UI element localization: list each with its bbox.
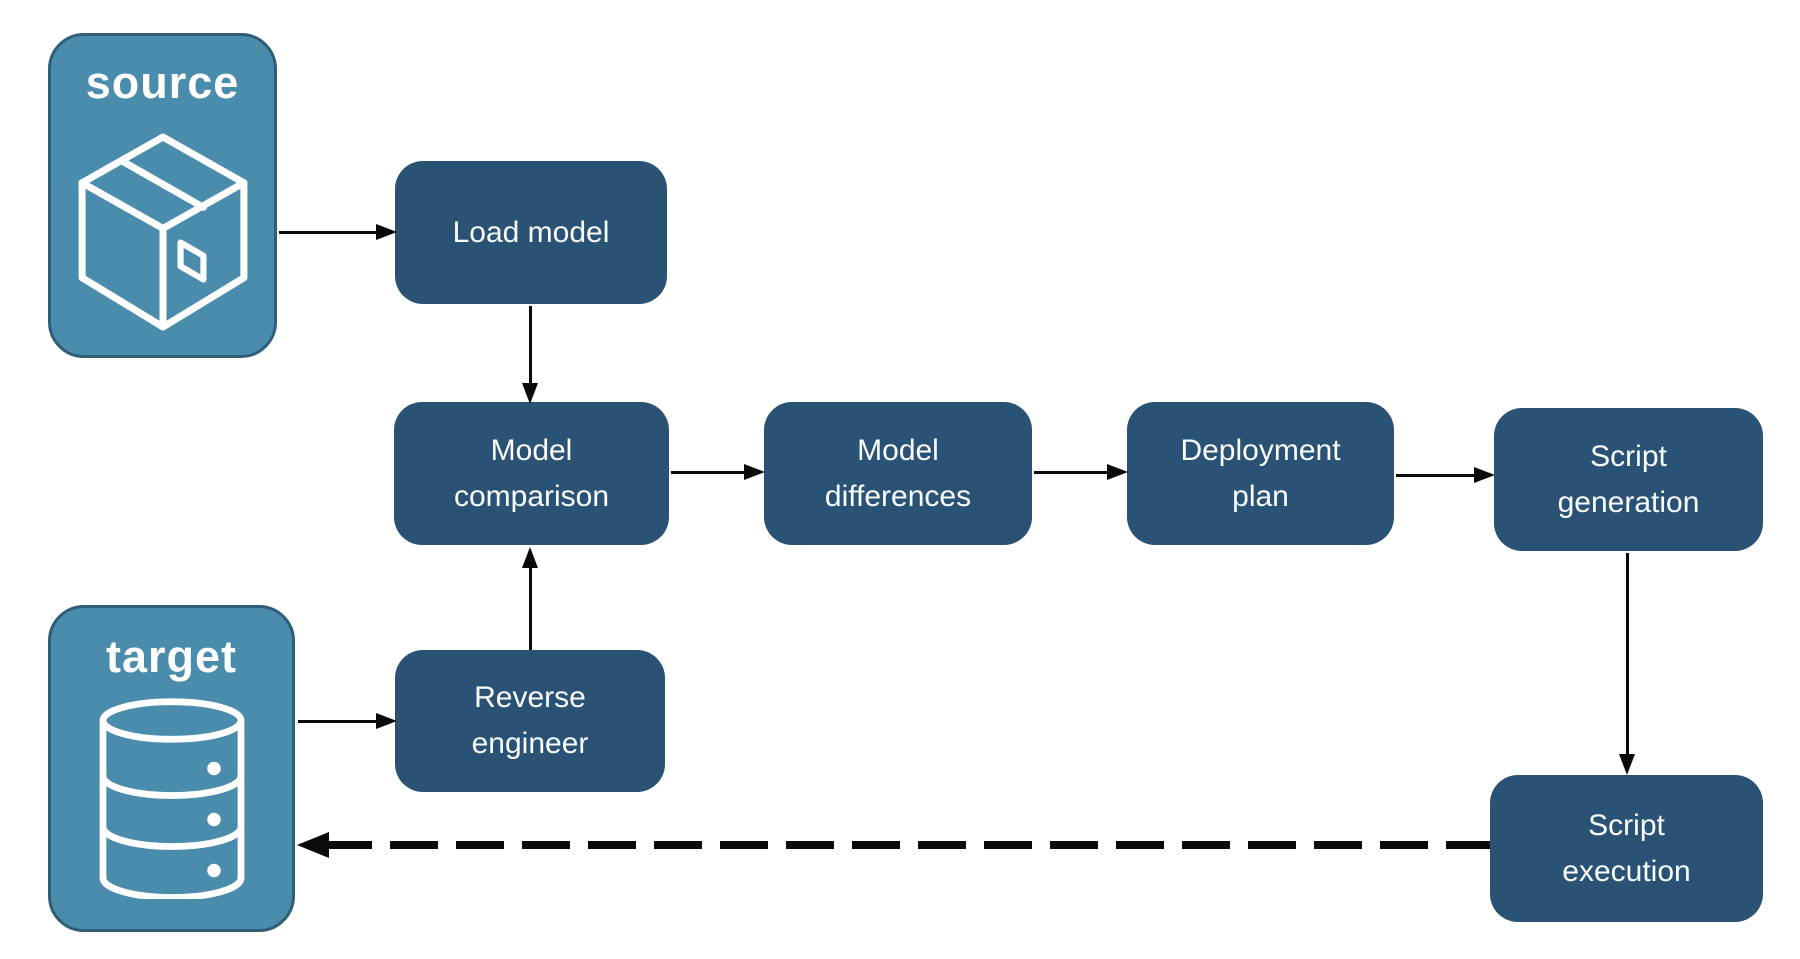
database-top (99, 697, 244, 743)
source-endpoint: source (48, 33, 277, 358)
node-deployment-plan: Deployment plan (1127, 402, 1394, 545)
arrowhead-up-icon (522, 547, 538, 568)
arrowhead-right-icon (376, 713, 397, 729)
node-label: Reverse engineer (471, 681, 589, 760)
arrowhead-right-icon (1474, 467, 1495, 483)
node-label: Model comparison (453, 433, 610, 513)
arrowhead-right-icon (744, 464, 765, 480)
node-model-differences: Model differences (764, 402, 1032, 545)
database-bottom (99, 874, 244, 899)
arrow-line (279, 231, 376, 234)
database-dot-2 (206, 812, 221, 826)
node-label: Script execution (1562, 808, 1691, 888)
node-script-generation: Script generation (1494, 408, 1763, 551)
arrow-line (529, 567, 532, 650)
arrow-line (298, 720, 376, 723)
arrowhead-down-icon (1619, 754, 1635, 775)
arrow-line (1034, 471, 1107, 474)
package-label-patch (177, 238, 207, 283)
dashed-arrow-line (324, 841, 1490, 849)
database-band-1 (99, 772, 244, 799)
database-dot-3 (206, 863, 221, 877)
arrow-line (1396, 474, 1474, 477)
node-label: Load model (452, 215, 610, 249)
node-load-model: Load model (395, 161, 667, 304)
node-label: Deployment plan (1180, 433, 1341, 513)
node-label: Model differences (824, 433, 972, 513)
package-seam (117, 156, 207, 211)
node-script-execution: Script execution (1490, 775, 1763, 922)
arrowhead-down-icon (522, 383, 538, 404)
database-dot-1 (206, 761, 221, 775)
arrow-line (671, 471, 744, 474)
node-reverse-engineer: Reverse engineer (395, 650, 665, 792)
node-model-comparison: Model comparison (394, 402, 669, 545)
arrow-line (1626, 553, 1629, 754)
package-left-face (78, 178, 167, 330)
node-label: Script generation (1557, 439, 1700, 519)
database-icon (99, 697, 244, 899)
arrowhead-right-icon (1107, 464, 1128, 480)
package-icon (78, 133, 247, 330)
target-label: target (105, 631, 238, 682)
arrowhead-left-icon (297, 832, 329, 858)
arrowhead-right-icon (376, 224, 397, 240)
database-band-2 (99, 823, 244, 850)
arrow-line (529, 306, 532, 383)
package-right-face (158, 178, 247, 330)
target-endpoint: target (48, 605, 295, 932)
source-label: source (85, 57, 240, 108)
